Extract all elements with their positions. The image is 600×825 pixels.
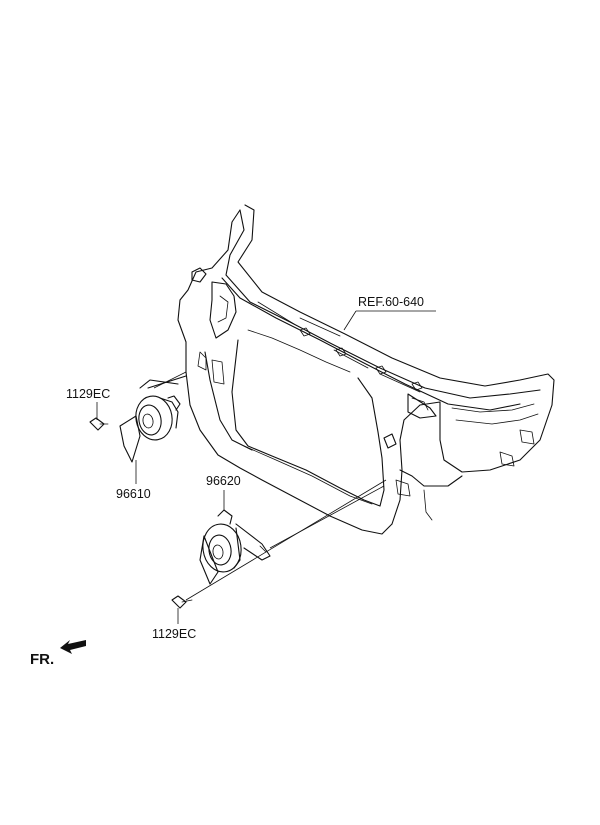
ref-leader (343, 310, 357, 331)
bolt-bottom-label: 1129EC (152, 627, 196, 641)
horn-left (119, 375, 187, 463)
bolt-left-label: 1129EC (66, 387, 110, 401)
bolt-left (89, 417, 109, 431)
horn-left-mount-leader (153, 371, 187, 389)
front-label: FR. (30, 651, 54, 668)
ref-label: REF.60-640 (358, 295, 424, 309)
horn-left-label: 96610 (116, 487, 151, 501)
horn-right-mount-leader (185, 479, 387, 601)
horn-right (199, 509, 271, 585)
front-direction-arrow-icon (60, 640, 86, 654)
horn-right-label: 96620 (206, 474, 241, 488)
front-end-module (177, 204, 555, 535)
front-direction: FR. (30, 640, 86, 668)
horn-left-callouts: 1129EC 96610 (66, 371, 187, 501)
horn-right-callouts: 96620 1129EC (152, 474, 387, 641)
bolt-bottom (171, 595, 193, 609)
horn-right-bracket-leader (269, 485, 385, 549)
reference-callout: REF.60-640 (343, 295, 436, 331)
